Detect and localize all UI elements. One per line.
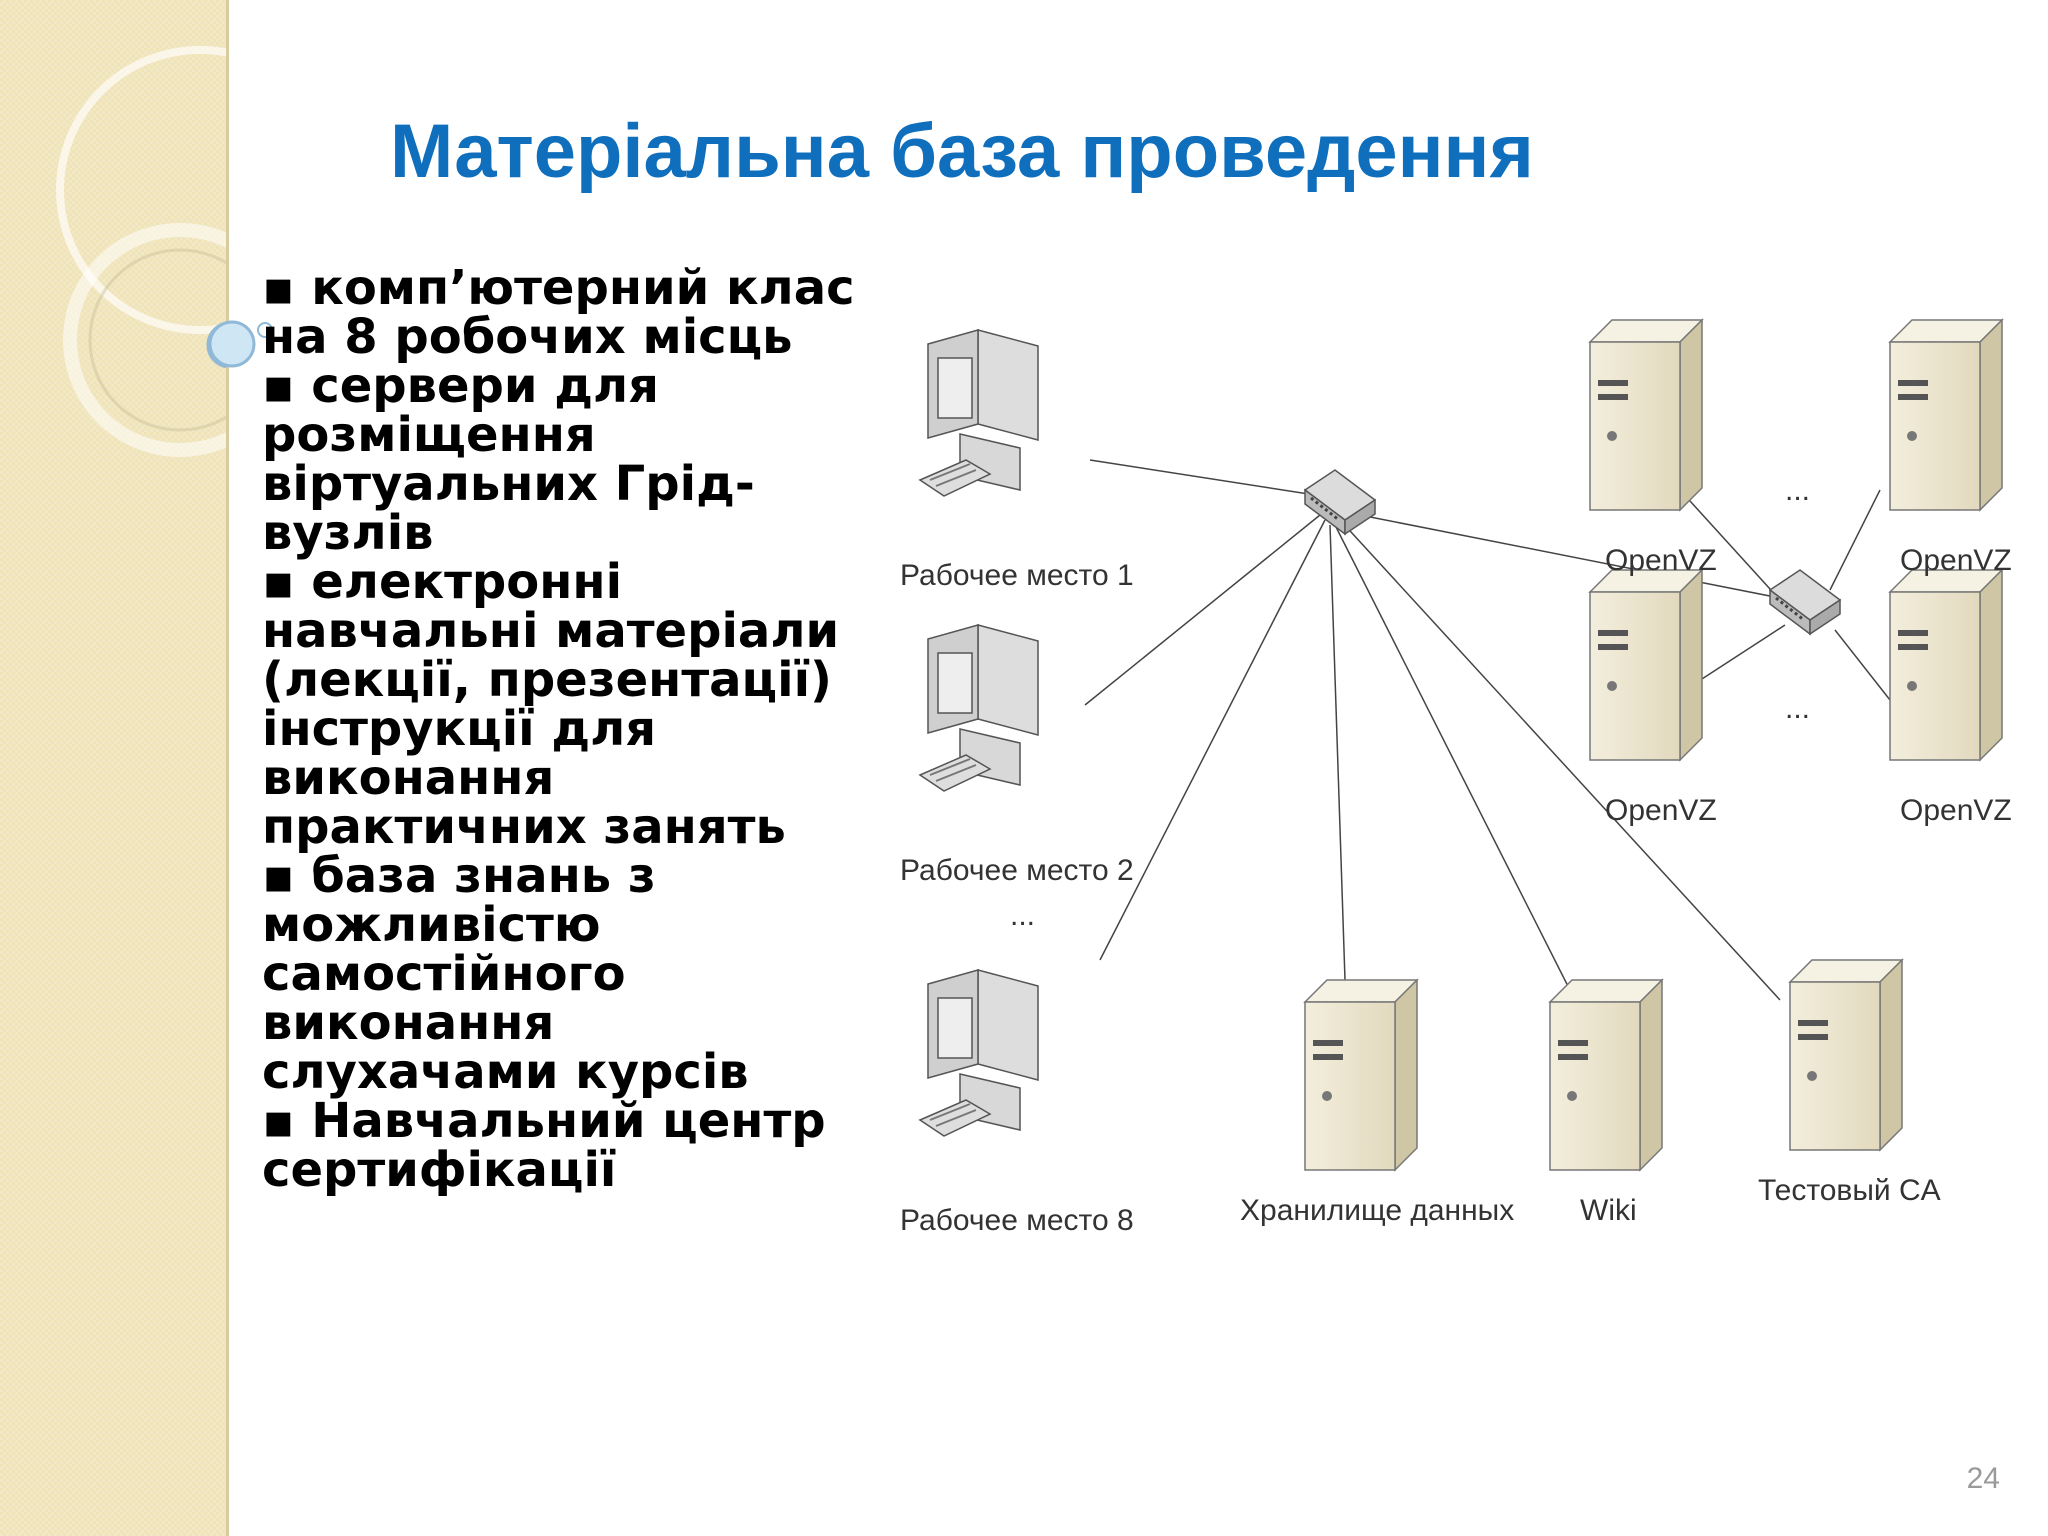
server-icon	[1589, 319, 1703, 511]
workstation-label: Рабочее место 8	[900, 1204, 1134, 1237]
bullet-item: ▪ база знань з можливістю самостійного в…	[262, 848, 749, 1100]
workstation-label: Рабочее место 2	[900, 854, 1134, 887]
bullet-item: ▪ комп’ютерний клас на 8 робочих місць	[262, 260, 855, 365]
slide-title: Матеріальна база проведення	[390, 109, 1534, 194]
workstation-icon	[919, 624, 1039, 792]
bullet-item: ▪ електронні навчальні матеріали (лекції…	[262, 554, 840, 855]
decorative-rings	[56, 46, 226, 457]
server-label: OpenVZ	[1900, 544, 2012, 577]
wiki-label: Wiki	[1580, 1194, 1637, 1227]
server-icon	[1889, 319, 2003, 511]
workstation-ellipsis: ...	[1010, 899, 1035, 932]
server-icon	[1889, 569, 2003, 761]
test-ca-label: Тестовый CA	[1758, 1174, 1941, 1207]
decorative-sidebar	[0, 0, 229, 1536]
network-diagram: Рабочее место 1 Рабочее место 2 ... Рабо…	[900, 319, 2012, 1237]
workstation-icon	[919, 969, 1039, 1137]
server-label: OpenVZ	[1900, 794, 2012, 827]
server-label: OpenVZ	[1605, 544, 1717, 577]
servers-ellipsis: ...	[1785, 474, 1810, 507]
workstation-icon	[919, 329, 1039, 497]
network-switch-icon	[1303, 468, 1377, 536]
network-links	[1084, 459, 1891, 1011]
servers-ellipsis: ...	[1785, 692, 1810, 725]
workstation-label: Рабочее место 1	[900, 559, 1134, 592]
server-icon	[1589, 569, 1703, 761]
bullet-item: ▪ Навчальний центр сертифікації	[262, 1093, 826, 1198]
bullet-item: ▪ сервери для розміщення віртуальних Грі…	[262, 358, 755, 561]
network-switch-icon	[1768, 568, 1842, 636]
server-label: OpenVZ	[1605, 794, 1717, 827]
storage-label: Хранилище данных	[1240, 1194, 1514, 1227]
decorative-bubble	[208, 320, 273, 368]
page-number: 24	[1966, 1462, 2000, 1495]
server-icon	[1549, 979, 1663, 1171]
server-icon	[1789, 959, 1903, 1151]
bullet-list: ▪ комп’ютерний клас на 8 робочих місць ▪…	[262, 264, 862, 1195]
server-icon	[1304, 979, 1418, 1171]
